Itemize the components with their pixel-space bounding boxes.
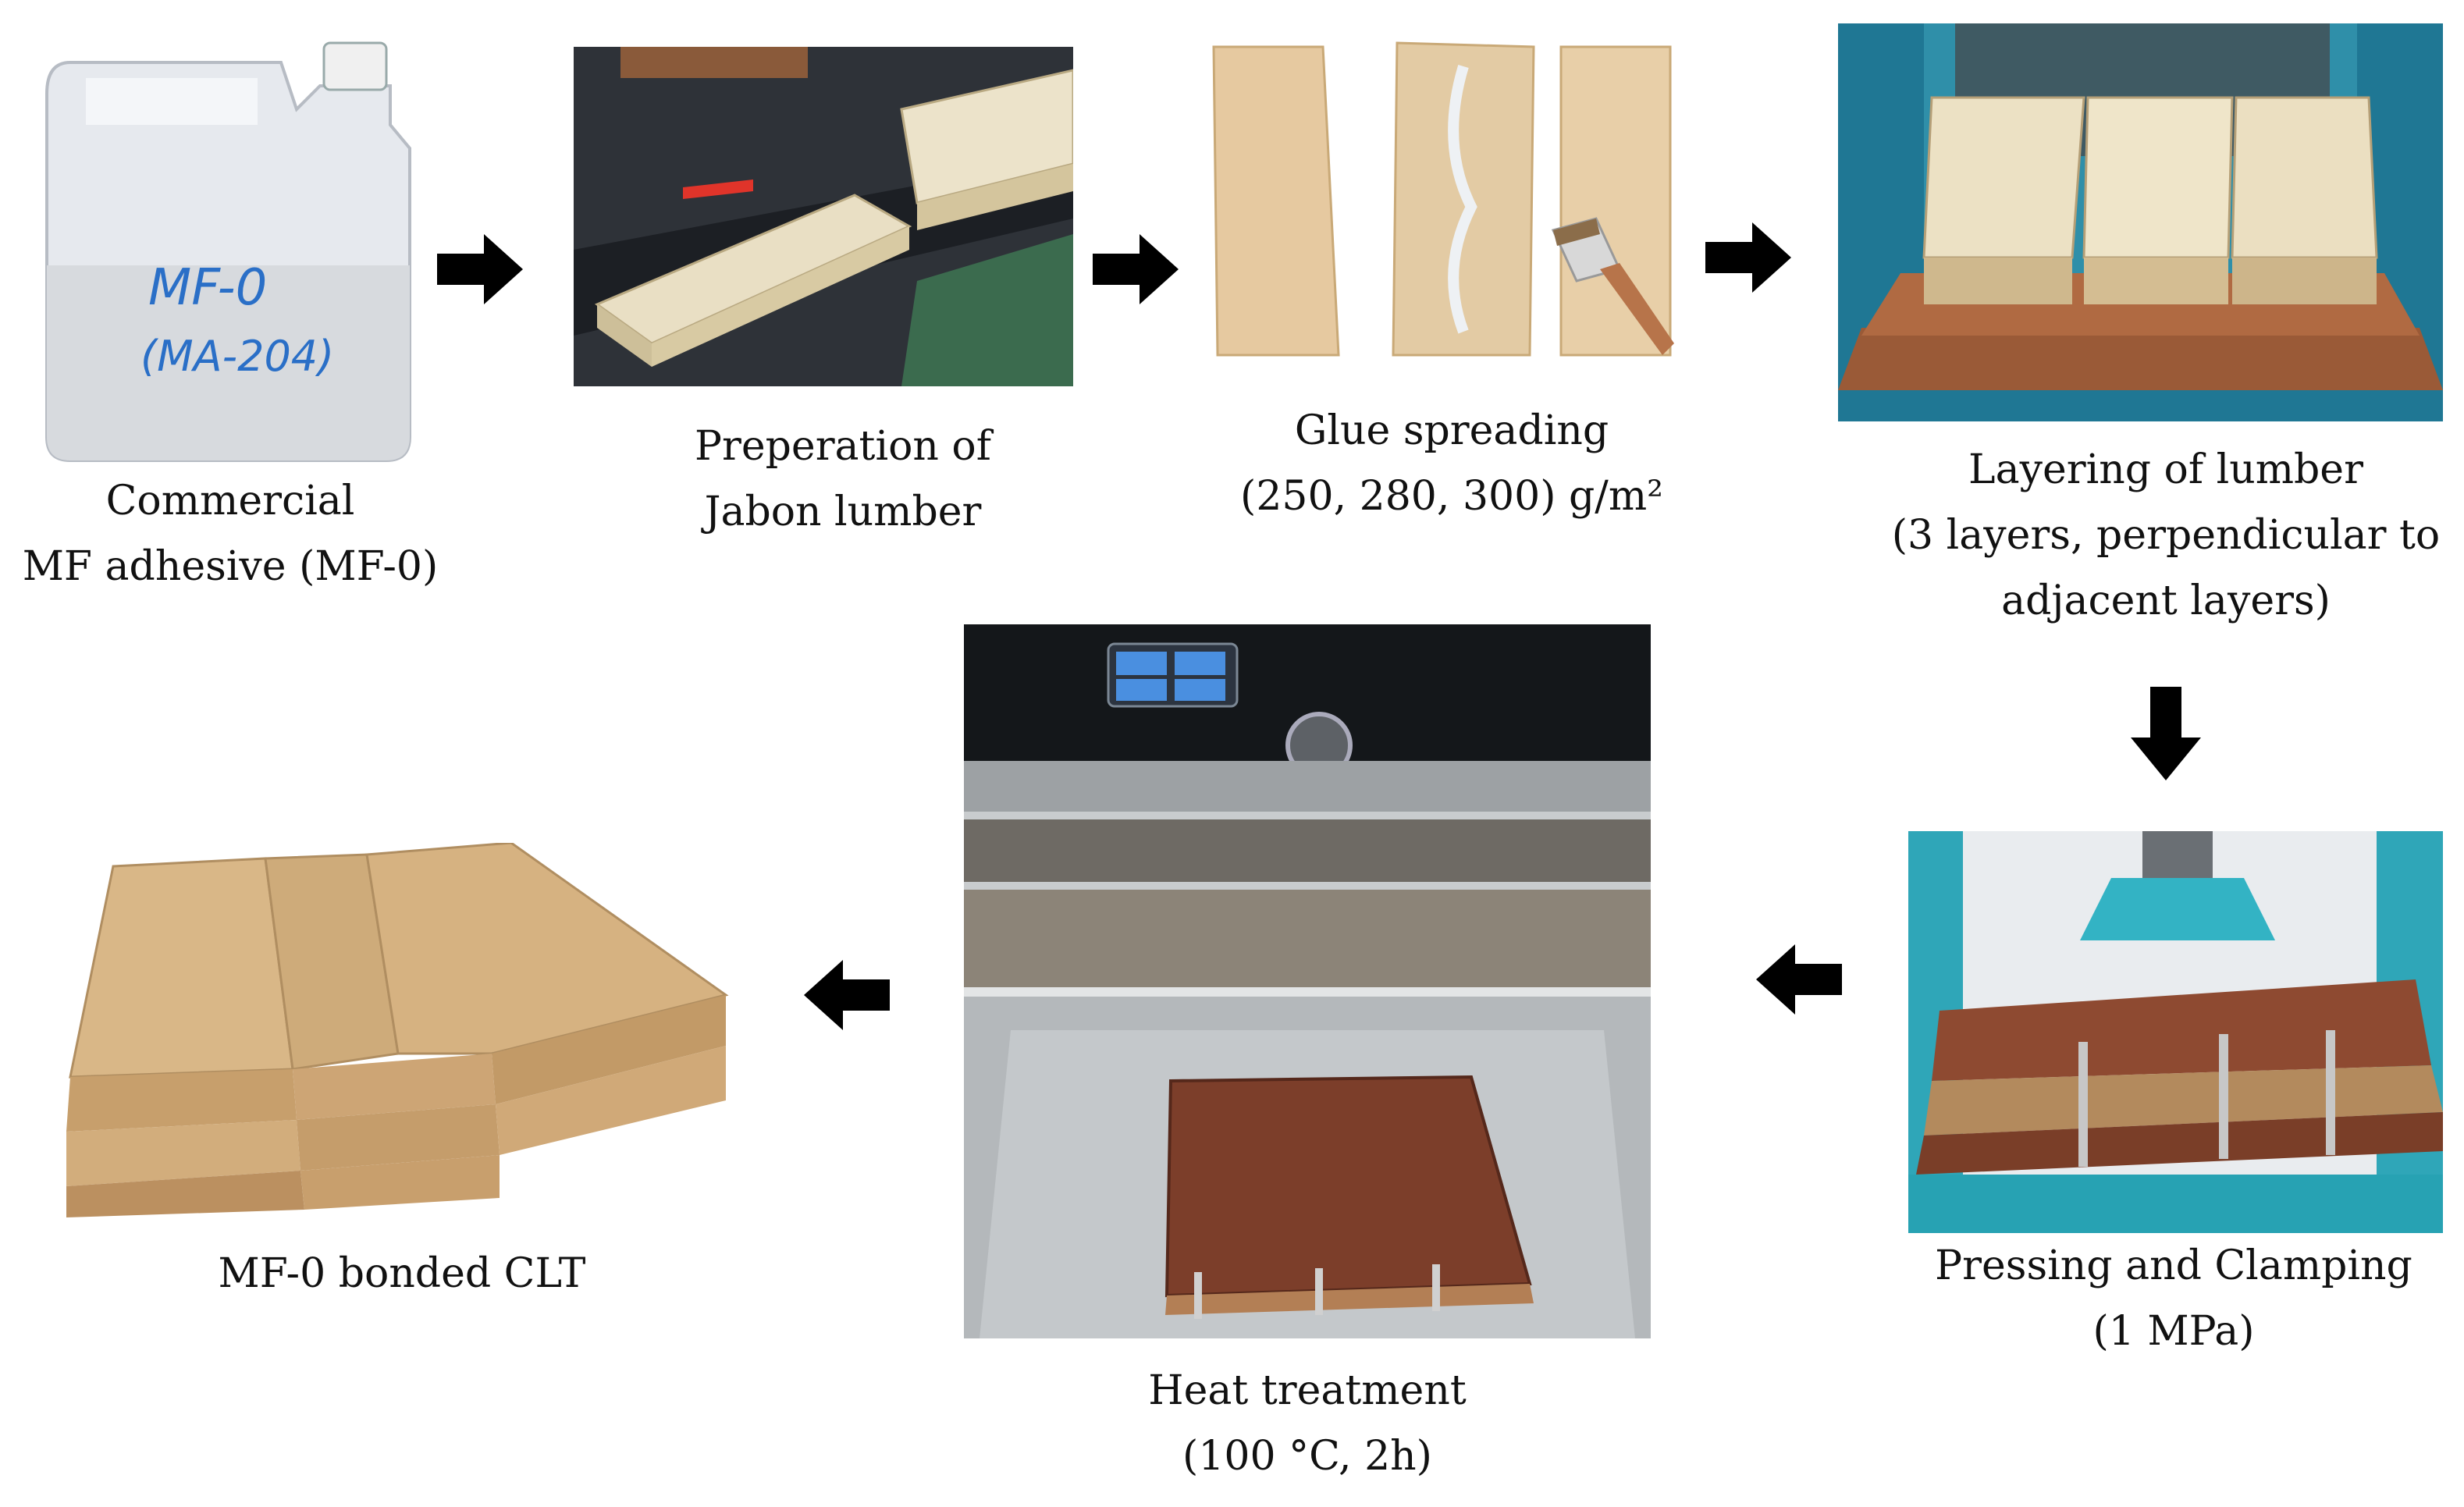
jug-label-line2: (MA-204) — [140, 332, 334, 381]
caption-mf0-bonded-clt: MF-0 bonded CLT — [218, 1250, 586, 1297]
caption-commercial-mf-adhesive: Commercial MF adhesive (MF-0) — [22, 478, 439, 590]
jabon-lumber-photo — [574, 47, 1073, 386]
caption-glue-spreading: Glue spreading (250, 280, 300) g/m² — [1240, 407, 1663, 520]
caption-pressing-and-clamping: Pressing and Clamping (1 MPa) — [1935, 1242, 2412, 1355]
caption-preparation-jabon-lumber: Preperation of Jabon lumber — [695, 423, 991, 535]
mf-adhesive-jug-photo: MF-0 (MA-204) — [23, 31, 418, 468]
layering-lumber-photo — [1838, 23, 2443, 421]
caption-heat-treatment: Heat treatment (100 °C, 2h) — [1148, 1367, 1467, 1480]
arrow-left-icon — [1756, 944, 1842, 1015]
arrow-right-icon — [1093, 234, 1179, 304]
arrow-left-icon — [804, 960, 890, 1030]
arrow-down-icon — [2131, 687, 2201, 780]
oven-heat-treatment-photo — [964, 624, 1651, 1338]
arrow-right-icon — [437, 234, 523, 304]
arrow-right-icon — [1705, 222, 1791, 293]
bonded-clt-photo — [55, 843, 741, 1217]
caption-layering-of-lumber: Layering of lumber (3 layers, perpendicu… — [1891, 446, 2441, 624]
pressing-clamping-photo — [1908, 831, 2443, 1233]
glue-spreading-photo — [1206, 35, 1690, 363]
jug-label-line1: MF-0 — [148, 259, 267, 317]
